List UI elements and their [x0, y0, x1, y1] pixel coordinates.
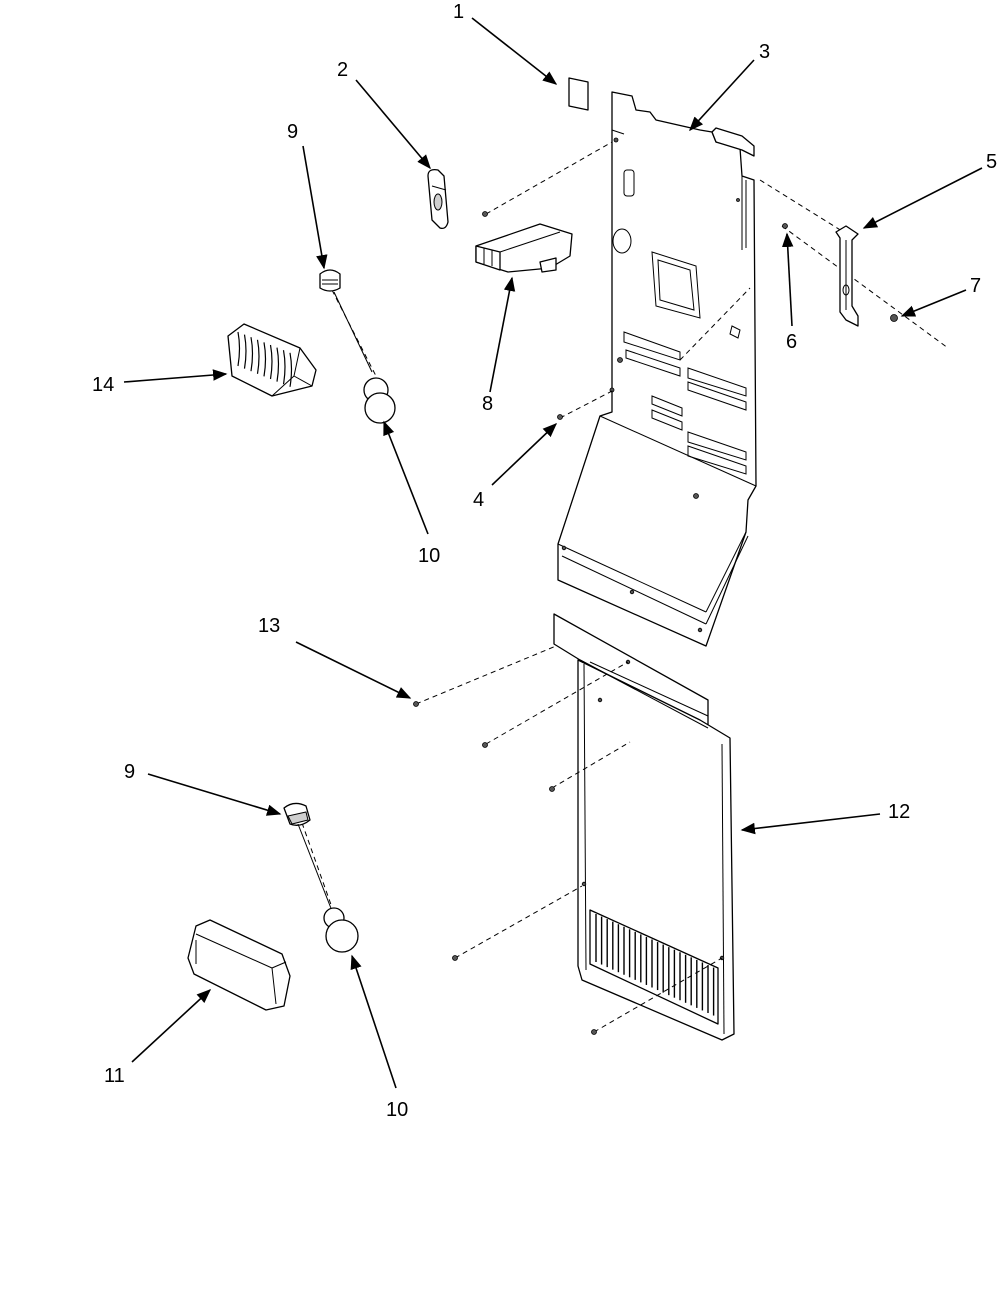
cover-rib [243, 334, 247, 369]
screw-lower-3 [452, 955, 458, 961]
part-9-socket-lower [283, 802, 335, 917]
callout-9-lower: 9 [124, 761, 135, 783]
callout-labels: 1 2 3 4 5 6 7 8 9 9 10 10 11 12 13 14 [92, 1, 997, 1121]
screw-lower-4 [591, 1029, 597, 1035]
cover-rib [237, 331, 241, 367]
lower-panel-grille [595, 914, 715, 1016]
part-7-nut [890, 314, 898, 322]
callout-9-upper: 9 [287, 121, 298, 143]
part-5-bracket [835, 225, 859, 327]
callout-2: 2 [337, 59, 348, 81]
cover-rib [282, 350, 286, 385]
callout-10-lower: 10 [386, 1099, 408, 1121]
callout-13: 13 [258, 615, 280, 637]
callout-8: 8 [482, 393, 493, 415]
screw-lower-1 [482, 742, 488, 748]
part-10-bulb-lower [323, 907, 359, 953]
cover-rib [250, 337, 254, 372]
upper-back-panel [557, 91, 757, 647]
cover-rib [263, 342, 267, 377]
screw-lower-2 [549, 786, 555, 792]
callout-14: 14 [92, 374, 114, 396]
cover-rib [256, 339, 260, 374]
part-9-socket-upper [319, 269, 373, 373]
leader-arrows [123, 17, 983, 1089]
callout-10-upper: 10 [418, 545, 440, 567]
callout-11: 11 [104, 1065, 125, 1087]
part-4-screw [557, 414, 563, 420]
cover-rib [289, 352, 293, 387]
callout-12: 12 [888, 801, 910, 823]
part-10-bulb-upper [363, 377, 396, 424]
part-13-screw [413, 701, 419, 707]
lamp-cover-ribs [237, 331, 293, 387]
screw-upper-left [482, 211, 488, 217]
callout-1: 1 [453, 1, 464, 23]
callout-7: 7 [970, 275, 981, 297]
lower-front-panel [553, 613, 735, 1041]
cover-rib [269, 344, 273, 380]
callout-6: 6 [786, 331, 797, 353]
callout-3: 3 [759, 41, 770, 63]
cover-rib [276, 347, 280, 382]
part-8-duct [475, 223, 573, 273]
part-1-label-plate [568, 77, 589, 111]
callout-4: 4 [473, 489, 484, 511]
part-14-lamp-cover [227, 323, 317, 397]
part-11-lamp-cover [187, 919, 291, 1011]
part-2-clip [427, 168, 449, 230]
callout-5: 5 [986, 151, 997, 173]
part-6-screw [782, 223, 788, 229]
